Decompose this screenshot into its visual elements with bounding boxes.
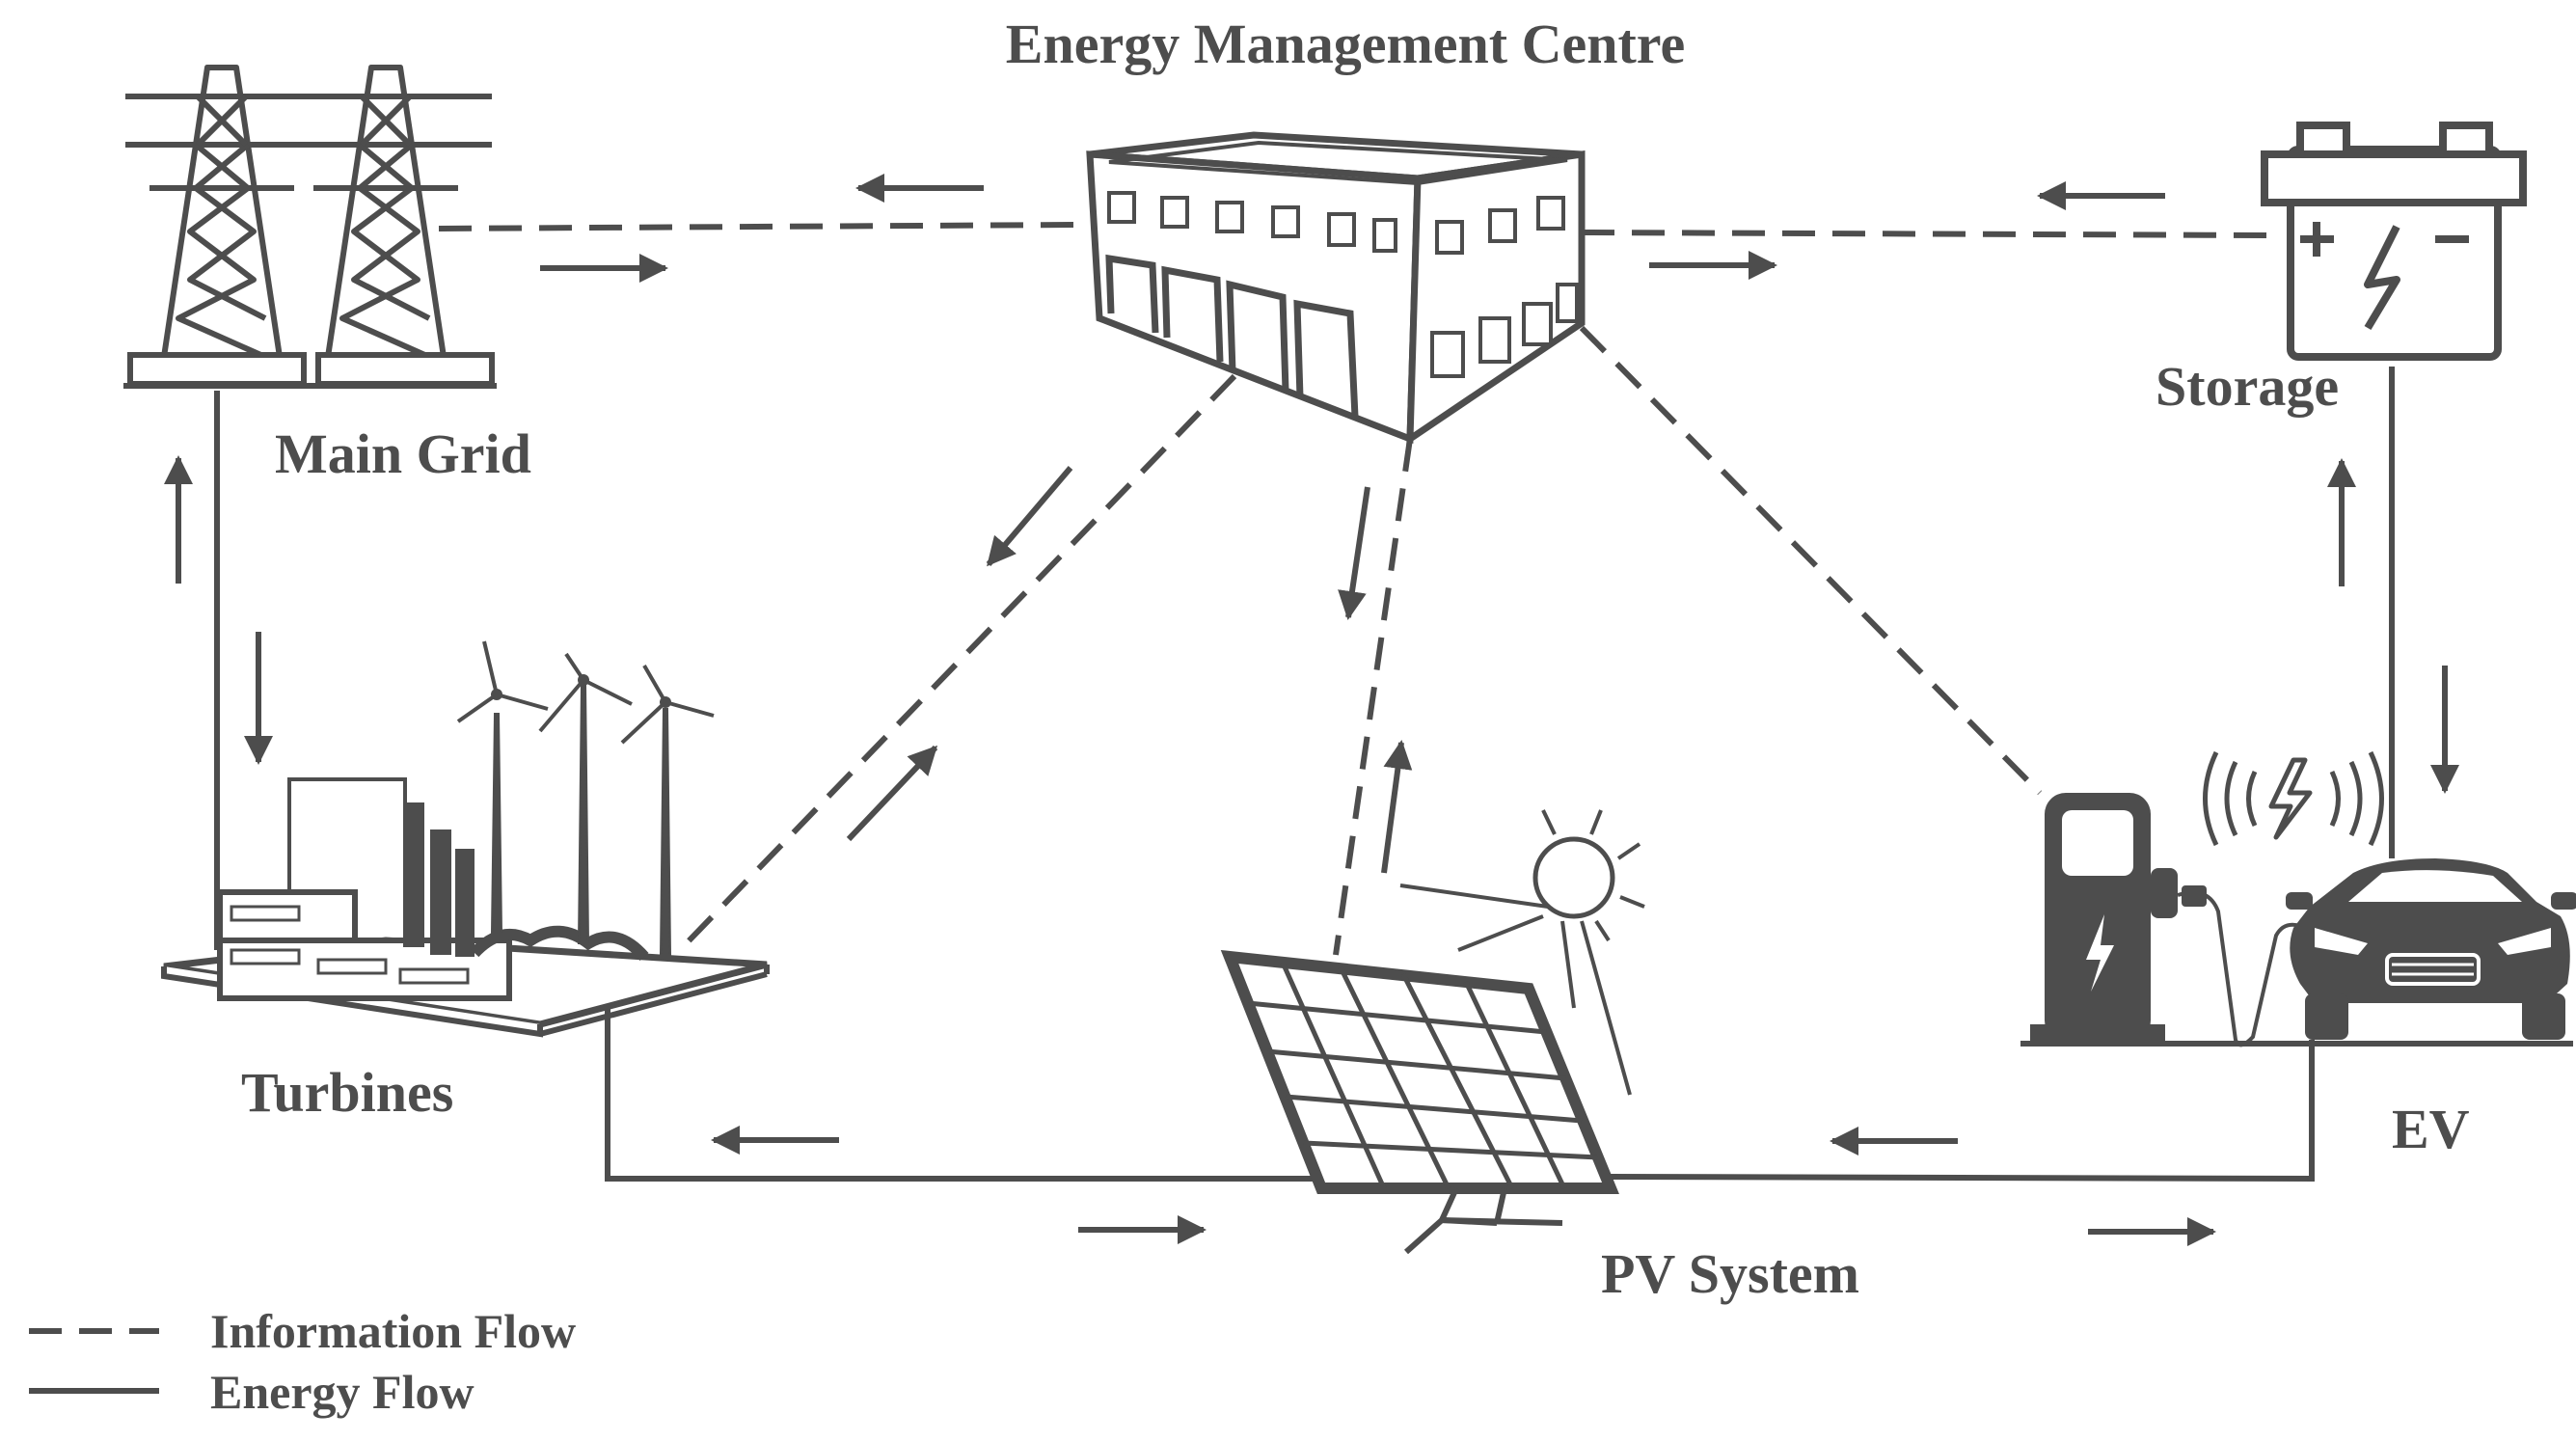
energy-flow-lines [214,367,2395,1183]
arrow-pv-to-emc [1381,740,1413,874]
info-line-emc-turbines [677,373,1237,953]
info-line-grid-emc [438,222,1081,231]
legend: Information Flow Energy Flow [29,1304,576,1419]
charging-station-icon [2020,793,2573,1047]
legend-energy-flow-label: Energy Flow [210,1365,475,1419]
arrow-turbines-to-emc [846,745,938,842]
info-line-emc-pv [1333,438,1413,956]
arrow-emc-to-pv [1338,486,1370,620]
energy-line-pv-ev [1610,1040,2315,1183]
wireless-charging-icon [2203,750,2384,847]
main-grid-label: Main Grid [275,422,531,485]
turbines-factory-icon [161,640,770,1038]
legend-information-flow-label: Information Flow [210,1304,576,1358]
arrow-emc-to-turbines [986,466,1073,567]
transmission-tower-icon [123,65,497,389]
info-line-emc-storage [1581,230,2277,238]
storage-label: Storage [2156,355,2339,418]
ev-label: EV [2392,1098,2470,1160]
turbines-label: Turbines [241,1061,453,1124]
solar-panel-icon [1220,949,1619,1255]
energy-management-centre-building-icon [1086,131,1586,446]
electric-car-icon [2286,858,2576,1040]
energy-line-turbines-pv [605,1003,1326,1182]
information-flow-lines [438,222,2277,956]
sun-icon [1399,809,1645,1096]
diagram-title: Energy Management Centre [1006,13,1685,75]
flow-arrows [164,174,2459,1246]
battery-storage-icon [2261,122,2527,361]
info-line-emc-ev [1579,325,2043,796]
pv-system-label: PV System [1601,1242,1859,1305]
